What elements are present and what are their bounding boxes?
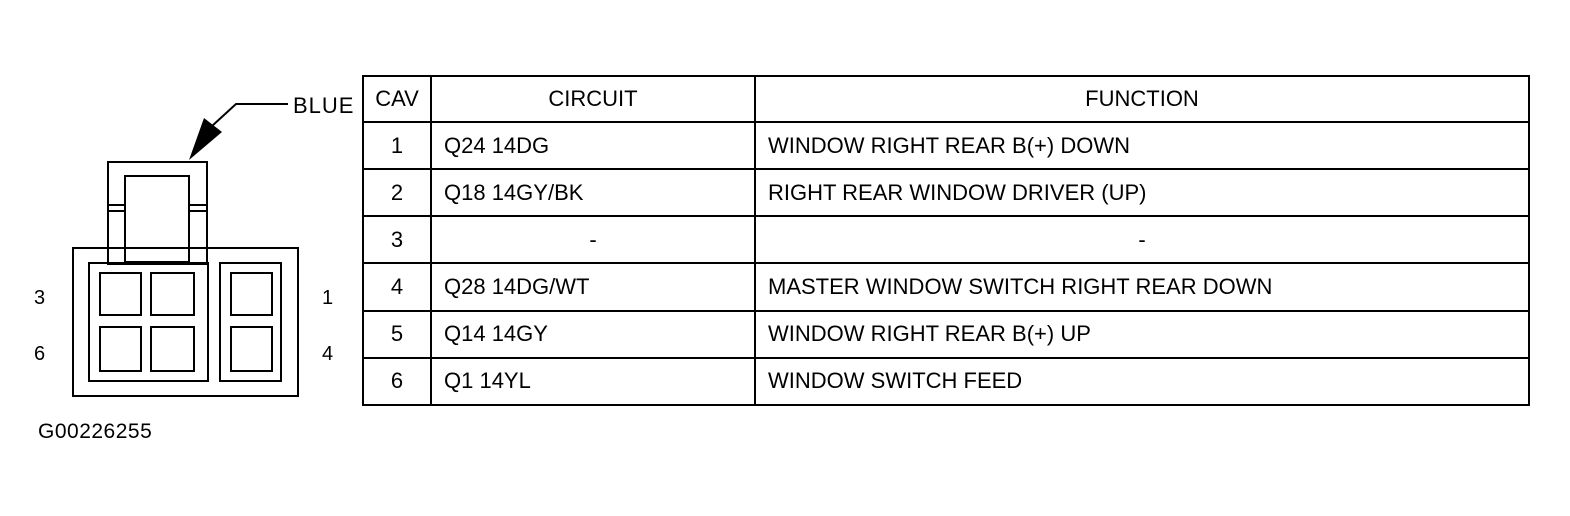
cell-function: MASTER WINDOW SWITCH RIGHT REAR DOWN — [754, 262, 1530, 312]
figure-id: G00226255 — [38, 420, 153, 443]
pin-label-1: 1 — [322, 287, 333, 309]
cell-cav: 3 — [362, 215, 432, 265]
connector-body — [72, 161, 299, 397]
cell-function: - — [754, 215, 1530, 265]
cell-function: WINDOW RIGHT REAR B(+) UP — [754, 309, 1530, 359]
cavity-2 — [150, 272, 195, 316]
table-row: 2 Q18 14GY/BK RIGHT REAR WINDOW DRIVER (… — [362, 168, 1530, 218]
cell-function: WINDOW RIGHT REAR B(+) DOWN — [754, 120, 1530, 171]
table-row: 6 Q1 14YL WINDOW SWITCH FEED — [362, 356, 1530, 407]
connector-diagram: BLUE 3 6 1 4 — [34, 93, 354, 397]
pinout-table: CAV CIRCUIT FUNCTION 1 Q24 14DG WINDOW R… — [362, 75, 1530, 407]
cavity-4 — [230, 326, 273, 372]
cell-cav: 5 — [362, 309, 432, 359]
cell-circuit: Q1 14YL — [430, 356, 756, 407]
cell-circuit: Q14 14GY — [430, 309, 756, 359]
table-header-row: CAV CIRCUIT FUNCTION — [362, 75, 1530, 123]
cell-circuit: Q28 14DG/WT — [430, 262, 756, 312]
header-circuit: CIRCUIT — [430, 75, 756, 123]
header-function: FUNCTION — [754, 75, 1530, 123]
cavity-1 — [230, 272, 273, 316]
table-row: 3 - - — [362, 215, 1530, 265]
pin-label-3: 3 — [34, 287, 45, 309]
pin-label-4: 4 — [322, 343, 333, 365]
cavity-6 — [99, 326, 142, 372]
table-row: 5 Q14 14GY WINDOW RIGHT REAR B(+) UP — [362, 309, 1530, 359]
color-pointer-arrow — [189, 103, 288, 160]
cell-cav: 1 — [362, 120, 432, 171]
cavity-3 — [99, 272, 142, 316]
cell-circuit: - — [430, 215, 756, 265]
cell-circuit: Q18 14GY/BK — [430, 168, 756, 218]
cell-function: WINDOW SWITCH FEED — [754, 356, 1530, 407]
connector-color-label: BLUE — [293, 93, 354, 118]
cell-cav: 4 — [362, 262, 432, 312]
cell-cav: 6 — [362, 356, 432, 407]
table-row: 4 Q28 14DG/WT MASTER WINDOW SWITCH RIGHT… — [362, 262, 1530, 312]
cell-circuit: Q24 14DG — [430, 120, 756, 171]
cavity-5 — [150, 326, 195, 372]
table-row: 1 Q24 14DG WINDOW RIGHT REAR B(+) DOWN — [362, 120, 1530, 171]
header-cav: CAV — [362, 75, 432, 123]
pin-label-6: 6 — [34, 343, 45, 365]
cell-function: RIGHT REAR WINDOW DRIVER (UP) — [754, 168, 1530, 218]
cell-cav: 2 — [362, 168, 432, 218]
